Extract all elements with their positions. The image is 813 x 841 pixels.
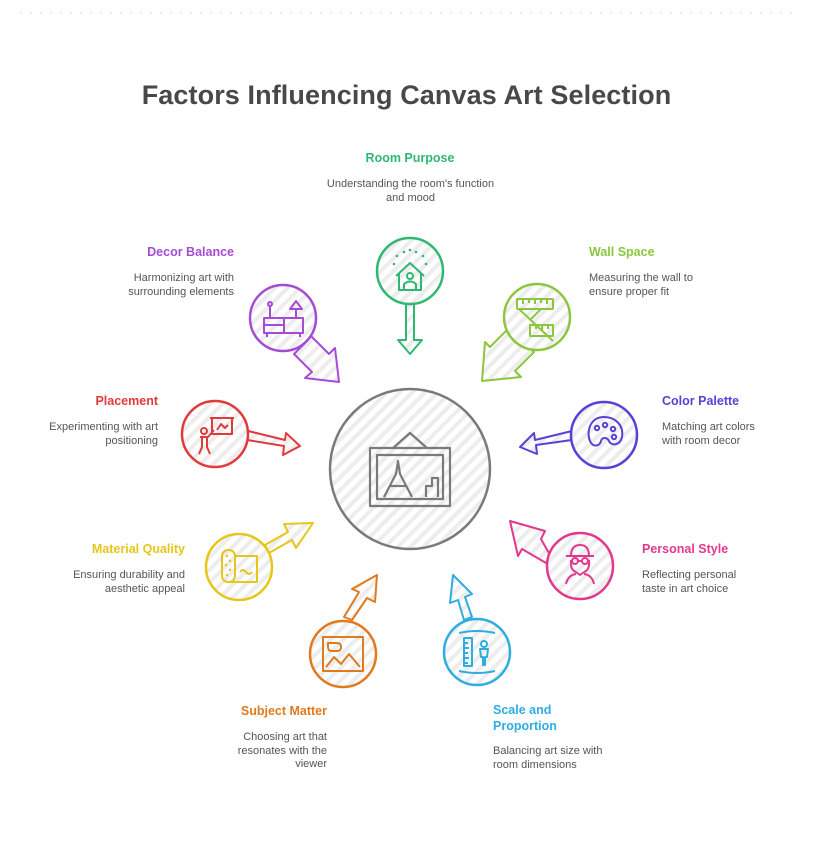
subject-matter-node — [308, 574, 378, 689]
decor-balance-arrow — [293, 335, 340, 383]
color-palette-arrow — [519, 430, 573, 455]
color-palette-label: Color Palette — [662, 394, 740, 408]
color-palette-desc: Matching art colors with room decor — [662, 421, 755, 447]
subject-matter-desc: Choosing art that resonates with the vie… — [237, 731, 327, 770]
house-icon — [392, 248, 428, 291]
personal-style-node — [509, 520, 615, 601]
decor-balance-node — [248, 283, 340, 383]
room-purpose-arrow — [397, 299, 423, 355]
palette-icon — [587, 416, 624, 447]
scale-proportion-desc: Balancing art size with room dimensions — [493, 745, 603, 771]
tape-measure-icon — [516, 298, 554, 342]
landscape-image-icon — [322, 636, 364, 672]
material-quality-node — [204, 522, 314, 602]
fabric-roll-icon — [221, 549, 258, 583]
ruler-person-icon — [458, 630, 496, 674]
scale-proportion-label: Scale and Proportion — [493, 703, 557, 733]
decor-balance-label: Decor Balance — [147, 245, 234, 259]
subject-matter-label: Subject Matter — [240, 704, 327, 718]
personal-style-label: Personal Style — [642, 542, 729, 556]
wall-space-desc: Measuring the wall to ensure proper fit — [589, 272, 693, 298]
room-purpose-label: Room Purpose — [365, 151, 455, 165]
material-quality-arrow — [264, 522, 314, 554]
placement-arrow — [246, 430, 301, 456]
material-quality-desc: Ensuring durability and aesthetic appeal — [73, 569, 185, 595]
placement-desc: Experimenting with art positioning — [49, 421, 158, 447]
wall-space-label: Wall Space — [589, 245, 655, 259]
room-purpose-node — [375, 236, 445, 355]
framed-canvas-icon — [368, 431, 452, 508]
subject-matter-arrow — [343, 574, 378, 621]
placement-label: Placement — [95, 394, 158, 408]
wall-space-node — [481, 282, 572, 382]
personal-style-desc: Reflecting personal taste in art choice — [642, 569, 737, 595]
furniture-icon — [263, 300, 304, 337]
scale-proportion-arrow — [449, 574, 473, 621]
room-purpose-desc: Understanding the room's function and mo… — [326, 178, 495, 204]
scale-proportion-node — [442, 574, 512, 687]
decor-balance-desc: Harmonizing art with surrounding element… — [128, 272, 234, 298]
page-title: Factors Influencing Canvas Art Selection — [141, 80, 672, 110]
personal-style-arrow — [509, 520, 551, 564]
center-node — [328, 387, 492, 551]
person-hat-icon — [565, 544, 595, 585]
person-hanging-art-icon — [198, 417, 234, 455]
material-quality-label: Material Quality — [91, 542, 185, 556]
color-palette-node — [519, 400, 639, 470]
placement-node — [180, 399, 301, 469]
